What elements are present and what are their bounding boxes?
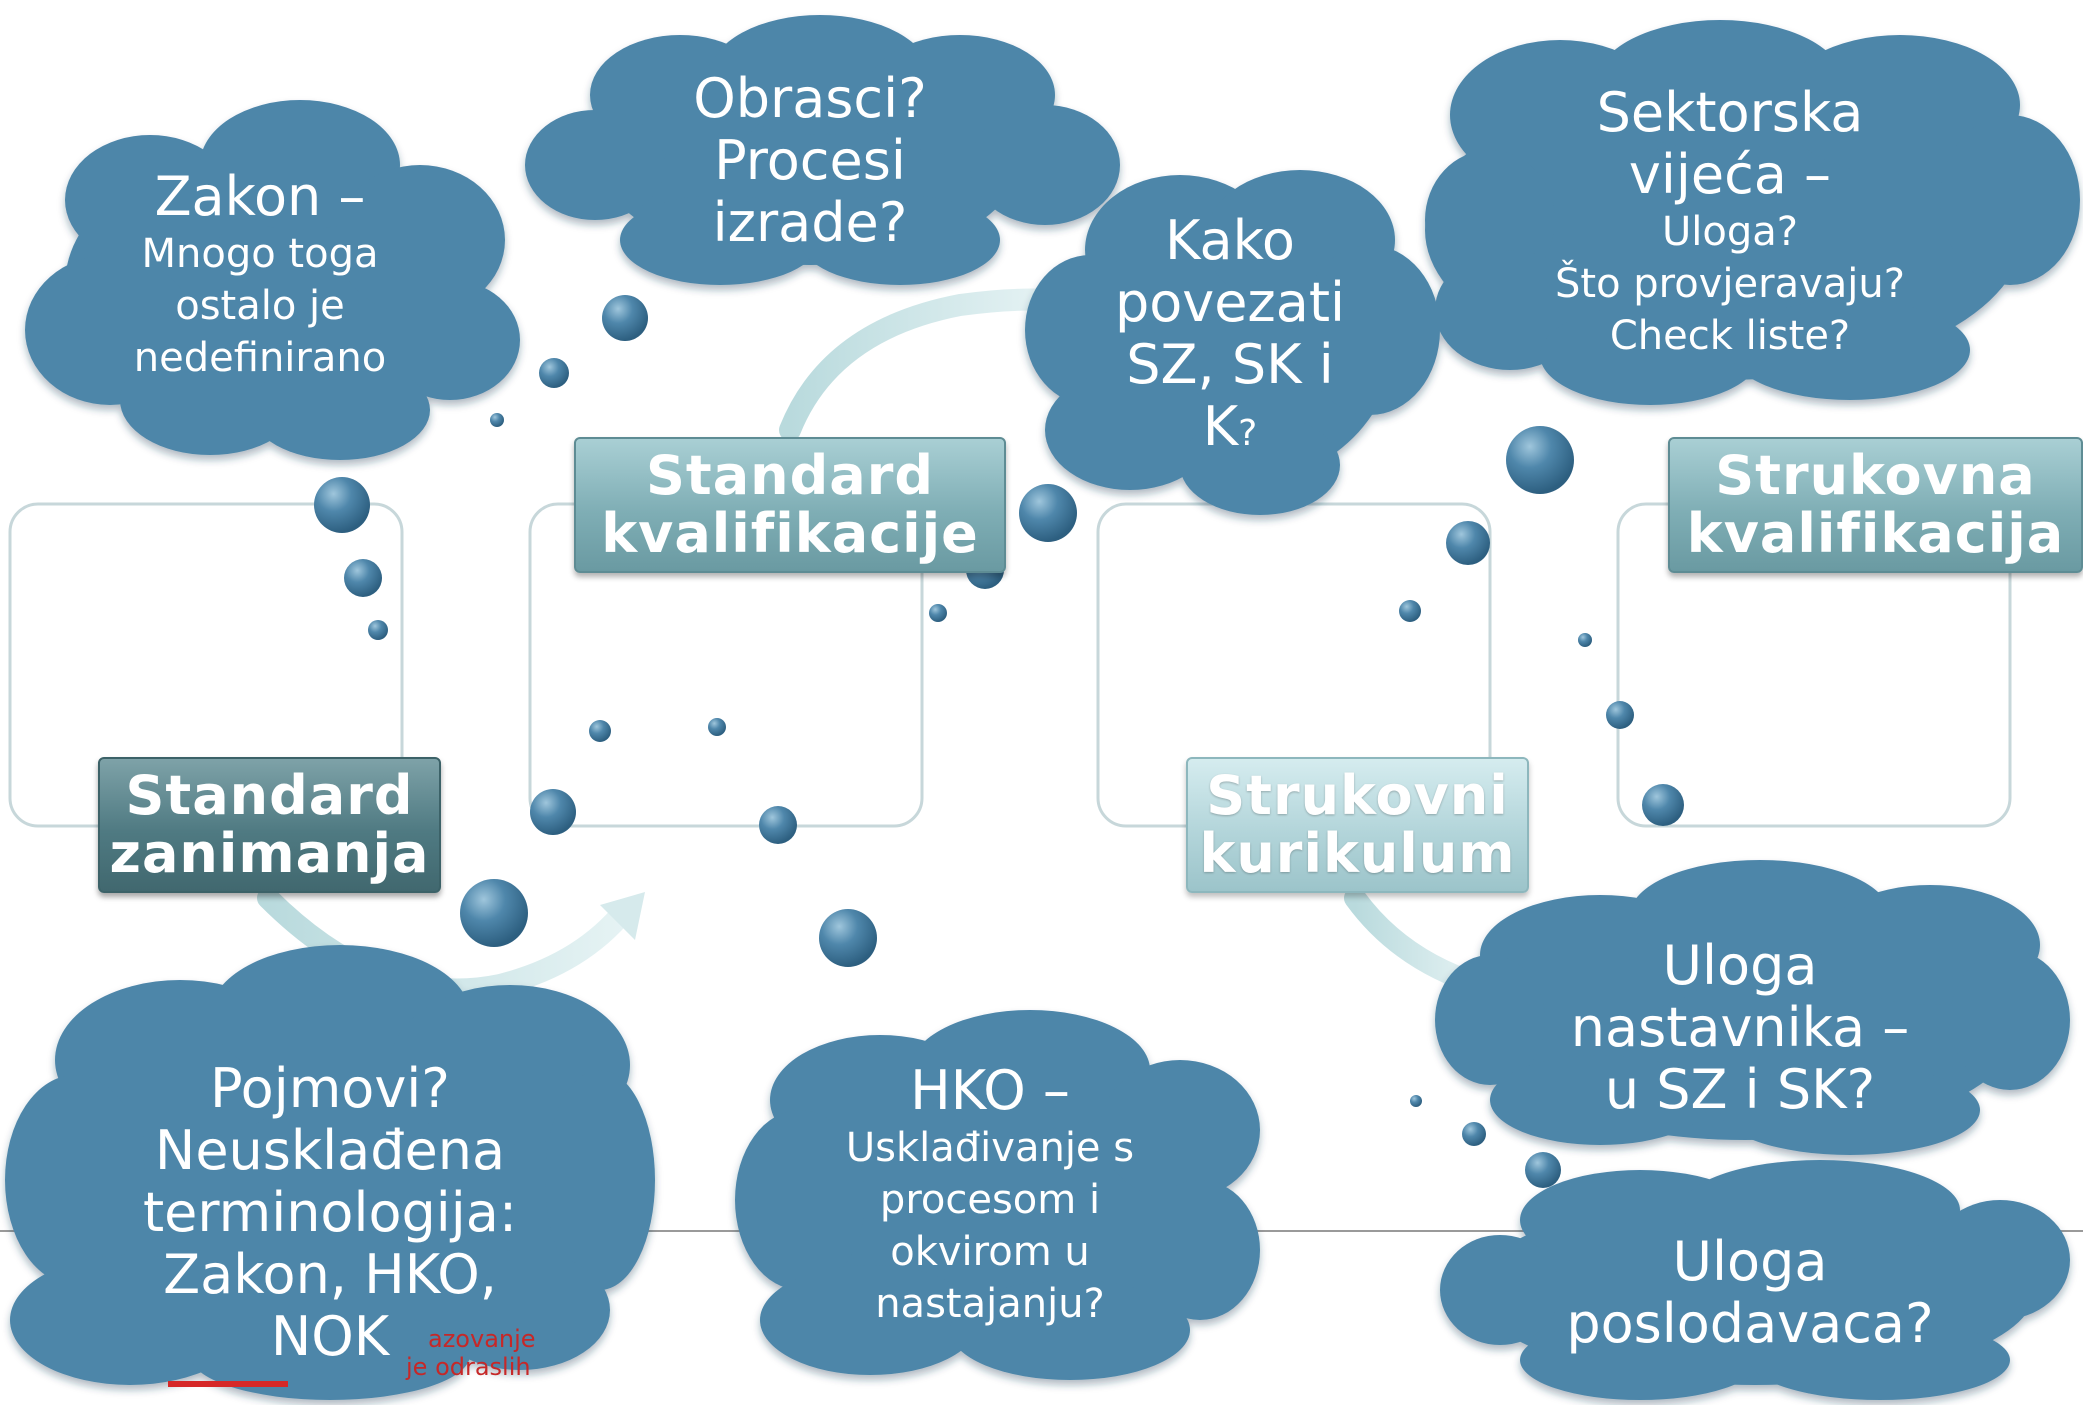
arrow-kvalifikacije-to-kurikulum (779, 288, 1061, 441)
cloud-line: Sektorska (1596, 81, 1864, 144)
cloud-line: Obrasci? (693, 67, 927, 130)
bubble-11 (708, 718, 726, 736)
bubble-21 (1642, 784, 1684, 826)
cloud-line-last: K? (1075, 396, 1385, 465)
box-label-strukovna-kvalifikacija: Strukovna kvalifikacija (1668, 437, 2083, 573)
cloud-line: Uloga? (1662, 209, 1798, 255)
cloud-line: poslodavaca? (1566, 1292, 1934, 1355)
bubble-16 (1506, 426, 1574, 494)
cloud-poslodavaca (1440, 1160, 2070, 1400)
cloud-line: okvirom u (890, 1229, 1090, 1275)
cloud-pojmovi (5, 945, 655, 1400)
cloud-line: NOK (270, 1305, 390, 1368)
cloud-line: Pojmovi? (210, 1057, 450, 1120)
cloud-line: izrade? (712, 191, 908, 254)
cloud-lead: HKO – (910, 1059, 1070, 1122)
box-label-line: Strukovni (1206, 764, 1509, 827)
bubble-9 (929, 604, 947, 622)
cloud-zakon (25, 100, 520, 460)
cloud-line: Zakon, HKO, (163, 1243, 497, 1306)
bubble-17 (1446, 521, 1490, 565)
cloud-hko (735, 1010, 1260, 1380)
cloud-line: nastavnika – (1570, 996, 1910, 1059)
bubble-24 (1525, 1152, 1561, 1188)
bubble-22 (1410, 1095, 1422, 1107)
bubble-23 (1462, 1122, 1486, 1146)
cloud-line: nedefinirano (133, 335, 387, 381)
box-label-line: zanimanja (109, 822, 430, 885)
bubble-19 (1578, 633, 1592, 647)
box-label-line: Standard (125, 764, 414, 827)
cloud-obrasci (525, 15, 1120, 285)
bubble-1 (314, 477, 370, 533)
bubble-14 (460, 879, 528, 947)
cloud-line: u SZ i SK? (1604, 1058, 1876, 1121)
box-label-standard-zanimanja: Standard zanimanja (98, 757, 441, 893)
box-label-line: Strukovna (1715, 444, 2036, 507)
bubble-7 (1019, 484, 1077, 542)
box-label-line: kvalifikacije (601, 502, 979, 565)
cloud-line: Neusklađena (154, 1119, 506, 1182)
footer-logo-line2: je odraslih (406, 1353, 531, 1381)
footer-logo: azovanje je odraslih (400, 1325, 536, 1381)
bubble-10 (589, 720, 611, 742)
cloud-line: terminologija: (142, 1181, 518, 1244)
cloud-lead: Zakon – (154, 165, 366, 228)
cloud-line: Što provjeravaju? (1555, 261, 1905, 307)
box-label-line: Standard (646, 444, 934, 507)
box-label-line: kurikulum (1199, 822, 1516, 885)
cloud-text-pojmovi: Pojmovi? Neusklađena terminologija: Zako… (90, 1058, 570, 1368)
cloud-kako (1025, 170, 1440, 515)
cloud-line: procesom i (879, 1177, 1101, 1223)
cloud-line: Procesi (714, 129, 906, 192)
cloud-line: Usklađivanje s (845, 1125, 1135, 1171)
cloud-line: povezati (1114, 271, 1346, 334)
cloud-line: nastajanju? (875, 1281, 1105, 1327)
cloud-line: Uloga (1662, 934, 1818, 997)
cloud-line: Kako (1165, 209, 1295, 272)
cloud-sektorska (1425, 20, 2080, 405)
bubble-2 (344, 559, 382, 597)
box-label-line: kvalifikacija (1686, 502, 2065, 565)
cloud-line: ostalo je (175, 283, 345, 329)
cloud-text-sektorska: Sektorska vijeća – Uloga? Što provjerava… (1520, 82, 1940, 362)
cloud-text-nastavnika: Uloga nastavnika – u SZ i SK? (1530, 935, 1950, 1121)
cloud-text-poslodavaca: Uloga poslodavaca? (1550, 1231, 1950, 1355)
cloud-last-small: ? (1238, 413, 1258, 454)
cloud-text-obrasci: Obrasci? Procesi izrade? (650, 68, 970, 254)
box-label-standard-kvalifikacije: Standard kvalifikacije (574, 437, 1006, 573)
footer-logo-bar (168, 1381, 288, 1387)
cloud-nastavnika (1435, 860, 2070, 1155)
box-label-strukovni-kurikulum: Strukovni kurikulum (1186, 757, 1529, 893)
bubble-3 (368, 620, 388, 640)
bubble-18 (1399, 600, 1421, 622)
bubble-5 (539, 358, 569, 388)
cloud-last-main: K (1202, 395, 1239, 458)
cloud-line: vijeća – (1628, 143, 1832, 206)
cloud-text-zakon: Zakon – Mnogo toga ostalo je nedefiniran… (95, 166, 425, 384)
bubble-6 (490, 413, 504, 427)
bubble-4 (602, 295, 648, 341)
cloud-line: SZ, SK i (1126, 333, 1334, 396)
bubble-15 (819, 909, 877, 967)
cloud-line: Mnogo toga (141, 231, 379, 277)
cloud-line: Uloga (1672, 1230, 1828, 1293)
footer-logo-line1: azovanje (428, 1325, 536, 1353)
cloud-text-kako: Kako povezati SZ, SK i K? (1075, 210, 1385, 465)
bubble-13 (759, 806, 797, 844)
cloud-text-hko: HKO – Usklađivanje s procesom i okvirom … (810, 1060, 1170, 1330)
bubble-12 (530, 789, 576, 835)
bubble-20 (1606, 701, 1634, 729)
cloud-line: Check liste? (1609, 313, 1851, 359)
